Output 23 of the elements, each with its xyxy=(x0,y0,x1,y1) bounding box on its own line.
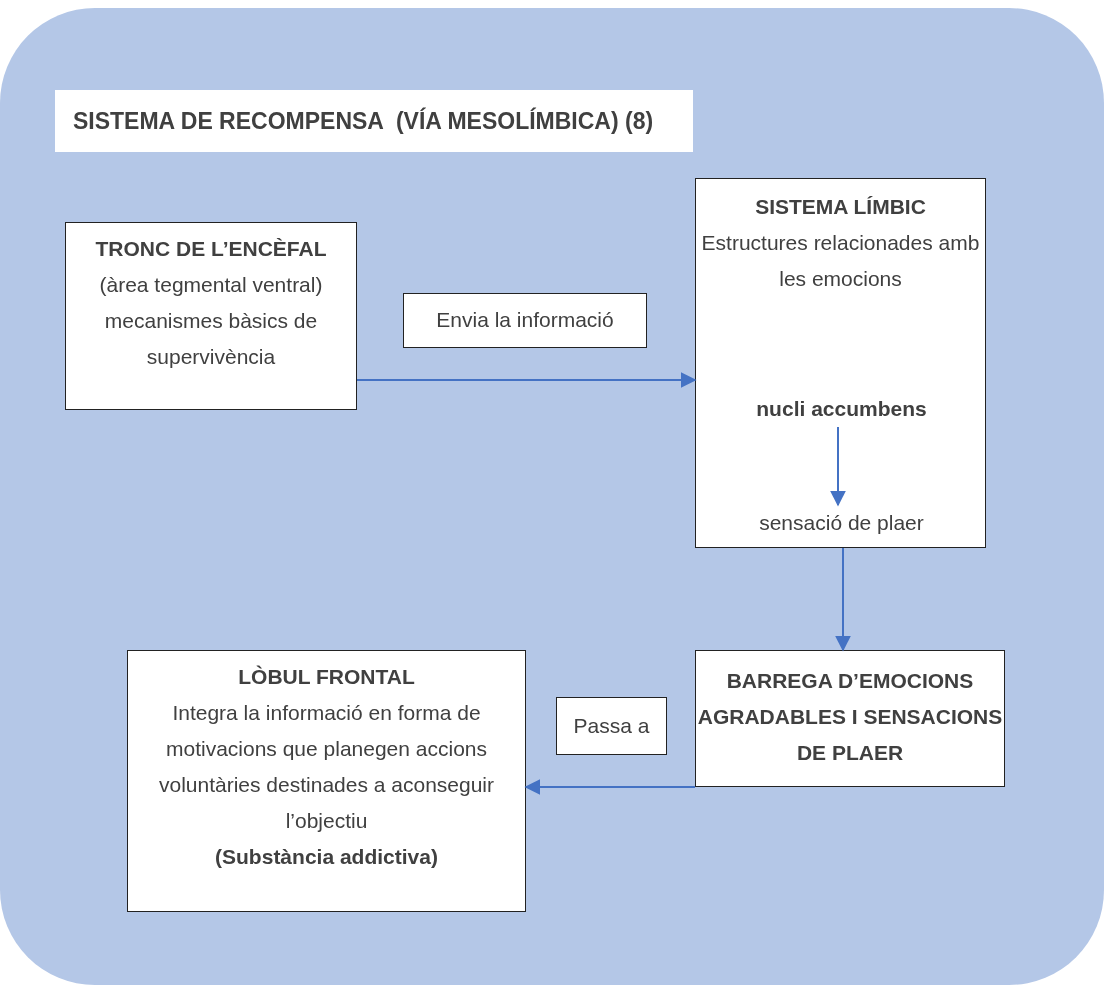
text-box xyxy=(127,650,526,912)
box-text: (Substància addictiva) xyxy=(214,844,439,870)
arrow xyxy=(524,779,696,795)
text-box xyxy=(695,178,986,548)
text-box xyxy=(695,650,1005,787)
box-heading: TRONC DE L’ENCÈFAL xyxy=(94,236,328,262)
arrow xyxy=(356,372,697,388)
text-box xyxy=(556,697,667,755)
box-heading: LÒBUL FRONTAL xyxy=(237,664,416,690)
node-label: nucli accumbens xyxy=(755,396,928,422)
arrow xyxy=(830,426,846,507)
box-text: Estructures relacionades amb les emocions xyxy=(700,230,981,292)
node-label: sensació de plaer xyxy=(758,510,925,536)
title-banner: SISTEMA DE RECOMPENSA (VÍA MESOLÍMBICA) (8) xyxy=(55,90,693,152)
box-text: BARREGA D’EMOCIONS AGRADABLES I SENSACIONS DE PLAER xyxy=(696,668,1004,766)
box-text: Integra la informació en forma de motivacions que planegen accions voluntàries destinades a aconseguir l’objectiu xyxy=(157,700,495,834)
arrow xyxy=(835,547,851,652)
box-heading: SISTEMA LÍMBIC xyxy=(754,194,927,220)
box-text: Envia la informació xyxy=(435,307,615,333)
box-text: Passa a xyxy=(572,713,651,739)
box-text: (àrea tegmental ventral) mecanismes bàsics de supervivència xyxy=(98,272,324,370)
text-box xyxy=(403,293,647,348)
text-box xyxy=(65,222,357,410)
